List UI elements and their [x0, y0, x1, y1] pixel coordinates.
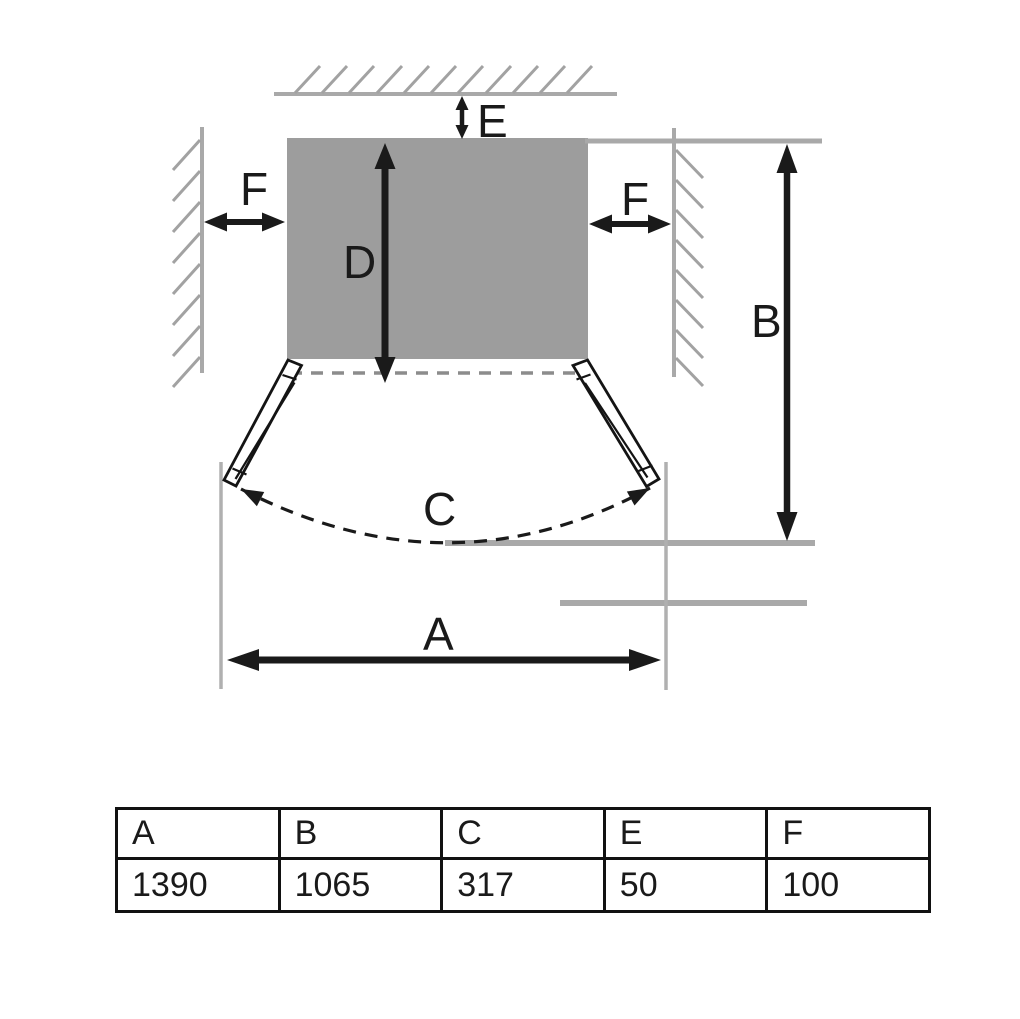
table-value-b: 1065	[277, 857, 444, 913]
table-value-e: 50	[602, 857, 769, 913]
label-dimension-f-right: F	[621, 173, 649, 225]
right-door-open	[570, 358, 661, 489]
right-door-tip-edge	[638, 464, 653, 473]
right-wall-hatching	[674, 148, 705, 388]
table-header-b: B	[277, 807, 444, 860]
label-dimension-b: B	[751, 295, 782, 347]
dimensions-table-value-row: 1390 1065 317 50 100	[115, 857, 931, 913]
label-dimension-d: D	[343, 236, 376, 288]
right-wall	[672, 128, 705, 388]
appliance-body	[287, 138, 588, 359]
left-wall	[171, 127, 204, 389]
dimensions-table: A B C E F 1390 1065 317 50 100	[115, 807, 931, 913]
table-header-a: A	[115, 807, 281, 860]
right-door-face-line	[584, 382, 649, 479]
dimension-arrow-f-right	[589, 214, 671, 234]
table-value-f: 100	[765, 857, 931, 913]
left-door-panel	[222, 358, 304, 488]
label-dimension-c: C	[423, 483, 456, 535]
dimension-arrow-e	[455, 96, 469, 139]
table-value-a: 1390	[115, 857, 281, 913]
label-dimension-e: E	[477, 95, 508, 147]
table-header-e: E	[602, 807, 769, 860]
left-door-open	[222, 358, 304, 488]
dimension-arrow-a	[227, 649, 661, 671]
diagram-canvas: E F F D B C A	[171, 64, 822, 690]
table-header-c: C	[440, 807, 606, 860]
table-value-c: 317	[440, 857, 606, 913]
dimension-arrow-b	[776, 144, 798, 541]
left-door-tip-edge	[232, 467, 247, 476]
dimensions-table-header-row: A B C E F	[115, 807, 931, 860]
dimension-arrow-d	[374, 143, 396, 383]
dimension-arrow-f-left	[204, 212, 285, 232]
right-door-panel	[570, 358, 661, 489]
table-header-f: F	[765, 807, 931, 860]
label-dimension-a: A	[423, 608, 454, 660]
top-wall	[274, 64, 617, 96]
top-wall-hatching	[293, 64, 594, 95]
left-wall-hatching	[171, 138, 202, 389]
left-door-face-line	[234, 381, 296, 480]
left-door-edge	[282, 373, 297, 381]
right-door-edge	[576, 373, 591, 381]
label-dimension-f-left: F	[240, 163, 268, 215]
